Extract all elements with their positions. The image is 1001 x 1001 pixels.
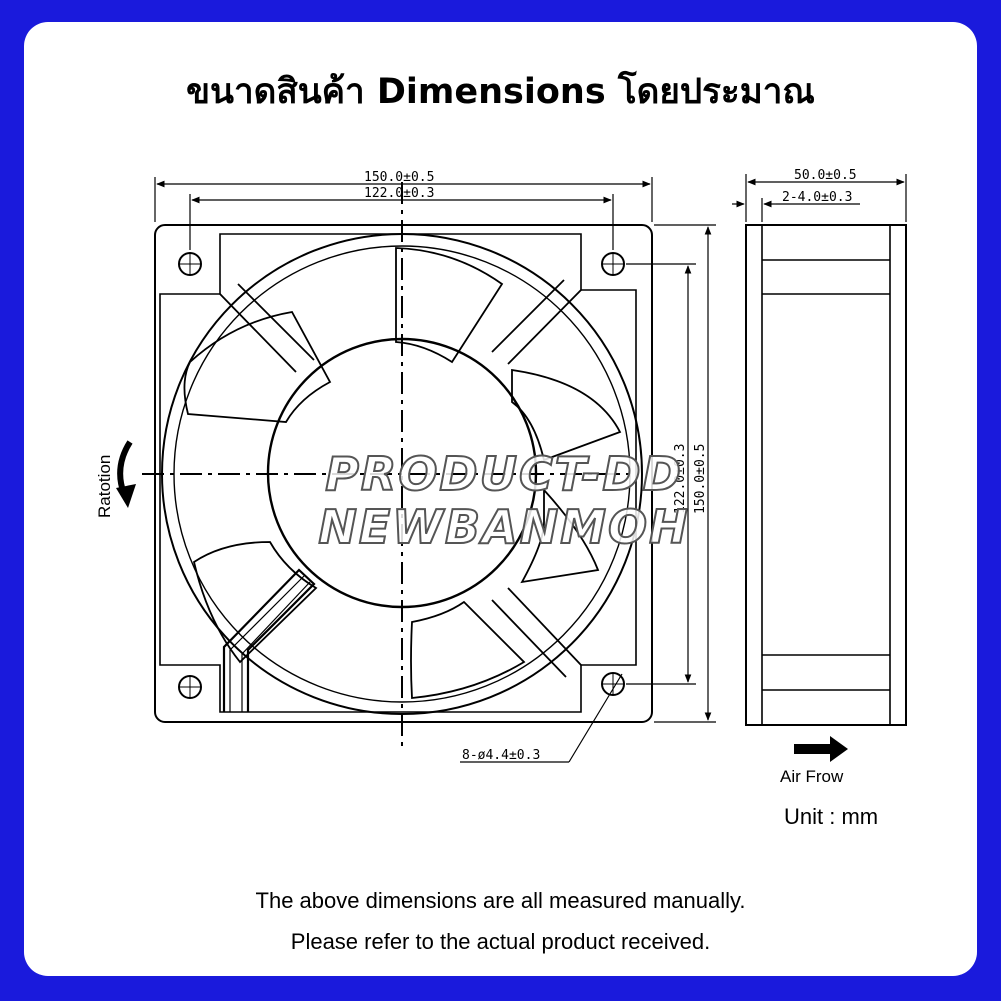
fan-spokes bbox=[219, 279, 582, 678]
rotation-indicator: Ratotion bbox=[95, 440, 136, 518]
watermark-line-2: NEWBANMOH bbox=[317, 499, 690, 555]
front-view bbox=[142, 182, 653, 747]
center-lines bbox=[142, 182, 629, 747]
fan-blades bbox=[183, 247, 622, 699]
dim-width-outer: 150.0±0.5 bbox=[364, 170, 434, 185]
content-panel: ขนาดสินค้า Dimensions โดยประมาณ bbox=[24, 22, 977, 976]
dim-height-holes: 122.0±0.3 bbox=[673, 444, 688, 514]
watermark-line-1: PRODUCT-DD bbox=[324, 446, 683, 502]
mounting-holes bbox=[178, 252, 625, 699]
dim-width-holes: 122.0±0.3 bbox=[364, 186, 434, 201]
fan-wire-channel bbox=[222, 568, 316, 712]
airflow-label: Air Frow bbox=[780, 767, 844, 786]
side-view bbox=[745, 224, 907, 726]
side-dimension-lines bbox=[732, 174, 907, 222]
unit-label: Unit : mm bbox=[784, 804, 879, 829]
airflow-arrow-icon bbox=[794, 736, 848, 762]
dim-hole-spec: 8-ø4.4±0.3 bbox=[462, 748, 540, 763]
page-title: ขนาดสินค้า Dimensions โดยประมาณ bbox=[186, 72, 815, 112]
dim-depth: 50.0±0.5 bbox=[794, 168, 857, 183]
dim-height-outer: 150.0±0.5 bbox=[693, 444, 708, 514]
side-housing-outline bbox=[745, 224, 907, 726]
rotation-label: Ratotion bbox=[95, 455, 114, 518]
airflow-indicator: Air Frow bbox=[780, 736, 848, 786]
dim-flange: 2-4.0±0.3 bbox=[782, 190, 852, 205]
fan-technical-drawing: 150.0±0.5 122.0±0.3 122.0±0.3 150.0±0.5 … bbox=[95, 168, 907, 786]
front-dimension-lines bbox=[154, 177, 716, 763]
note-measured-manually: The above dimensions are all measured ma… bbox=[255, 888, 746, 913]
note-refer-actual-product: Please refer to the actual product recei… bbox=[290, 929, 711, 954]
